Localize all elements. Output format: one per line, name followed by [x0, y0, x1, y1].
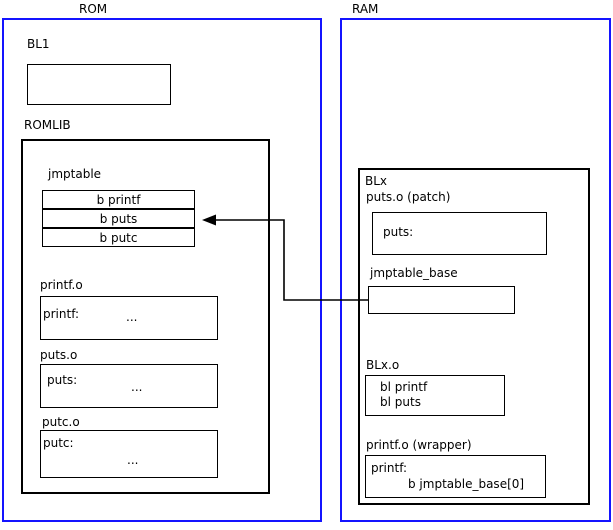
- putc-ellipsis: ...: [127, 453, 139, 467]
- puts-o-box: puts: ...: [40, 364, 218, 408]
- jmptable-entry-0: b printf: [42, 190, 195, 209]
- jmptable-base-label: jmptable_base: [370, 266, 458, 280]
- romlib-box: [21, 139, 270, 494]
- printf-o-box: printf: ...: [40, 296, 218, 340]
- jmptable-entry-0-text: b printf: [96, 193, 141, 207]
- rom-region-label: ROM: [79, 2, 108, 16]
- puts-symbol: puts:: [47, 373, 78, 387]
- puts-ellipsis: ...: [131, 380, 143, 394]
- ram-region-label: RAM: [352, 2, 379, 16]
- printf-o-label: printf.o: [40, 278, 83, 292]
- jmptable-entry-2-text: b putc: [99, 231, 138, 245]
- printf-wrapper-box: printf: b jmptable_base[0]: [365, 455, 546, 498]
- jmptable-base-box: [368, 286, 515, 314]
- jmptable-entry-1: b puts: [42, 209, 195, 228]
- putc-o-box: putc: ...: [40, 430, 218, 478]
- puts-patch-label: puts.o (patch): [366, 190, 451, 204]
- blx-label: BLx: [365, 174, 388, 188]
- bl1-label: BL1: [27, 37, 50, 51]
- printf-wrapper-symbol: printf:: [371, 461, 408, 475]
- bl1-box: [27, 64, 171, 105]
- blx-o-box: bl printf bl puts: [365, 375, 505, 416]
- blx-o-line-1: bl puts: [380, 395, 421, 409]
- printf-wrapper-label: printf.o (wrapper): [366, 438, 472, 452]
- blx-o-line-0: bl printf: [380, 380, 428, 394]
- puts-patch-symbol: puts:: [383, 225, 414, 239]
- romlib-label: ROMLIB: [24, 118, 71, 132]
- printf-wrapper-instruction: b jmptable_base[0]: [408, 477, 525, 491]
- puts-o-label: puts.o: [40, 348, 78, 362]
- printf-ellipsis: ...: [126, 310, 138, 324]
- putc-o-label: putc.o: [42, 415, 80, 429]
- jmptable-label: jmptable: [48, 167, 102, 181]
- puts-patch-box: puts:: [372, 212, 547, 255]
- jmptable-entry-1-text: b puts: [99, 212, 138, 226]
- jmptable-entry-2: b putc: [42, 228, 195, 247]
- blx-o-label: BLx.o: [366, 358, 400, 372]
- printf-symbol: printf:: [43, 307, 80, 321]
- blx-box: [358, 168, 590, 505]
- putc-symbol: putc:: [43, 436, 74, 450]
